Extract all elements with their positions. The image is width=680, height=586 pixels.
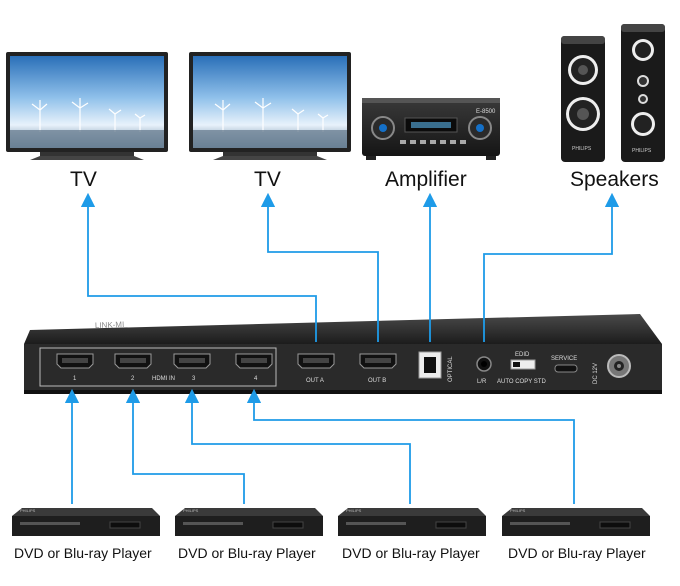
hdmi-in-label-4: 4 — [254, 376, 258, 382]
hdmi-in-label-1: 1 — [73, 376, 77, 382]
hdmi-matrix-switch: LINK-MI 1 2 HDMI IN 3 4 OUT A — [24, 314, 662, 394]
connection-out-b-to-tv2 — [260, 192, 379, 342]
hdmi-out-a-port[interactable] — [297, 353, 335, 369]
hdmi-in-port-3[interactable] — [173, 353, 211, 369]
speaker-right-icon: PHILIPS — [621, 24, 665, 162]
hdmi-in-label-3: 3 — [192, 376, 196, 382]
amplifier-icon: E-8500 — [362, 98, 500, 160]
service-label: SERVICE — [551, 356, 577, 362]
hdmi-in-port-2[interactable] — [114, 353, 152, 369]
connection-player2-to-in2 — [125, 388, 245, 504]
switch-brand: LINK-MI — [95, 320, 125, 330]
tv-1-icon — [6, 52, 168, 160]
speaker-left-icon: PHILIPS — [561, 36, 605, 162]
label-speakers: Speakers — [570, 168, 659, 191]
lr-label: L/R — [477, 379, 487, 385]
connections — [64, 192, 620, 504]
label-player-4: DVD or Blu-ray Player — [508, 545, 646, 561]
hdmi-in-port-4[interactable] — [235, 353, 273, 369]
hdmi-in-label-2: 2 — [131, 376, 135, 382]
tv-2-icon — [189, 52, 351, 160]
service-port[interactable] — [554, 364, 578, 373]
speaker-right-brand: PHILIPS — [632, 148, 652, 154]
connection-player3-to-in3 — [184, 388, 411, 504]
label-player-3: DVD or Blu-ray Player — [342, 545, 480, 561]
optical-port[interactable] — [418, 351, 442, 379]
edid-label: EDID — [515, 352, 530, 358]
player-2-icon: PHILIPS — [175, 508, 323, 536]
player-4-icon: PHILIPS — [502, 508, 650, 536]
player-1-icon: PHILIPS — [12, 508, 160, 536]
player-2-brand: PHILIPS — [183, 508, 199, 513]
out-b-label: OUT B — [368, 378, 386, 384]
amp-model-text: E-8500 — [476, 109, 496, 115]
hdmi-in-frame — [39, 347, 277, 387]
hdmi-in-port-1[interactable] — [56, 353, 94, 369]
connection-player4-to-in4 — [246, 388, 575, 504]
out-a-label: OUT A — [306, 378, 324, 384]
player-3-icon: PHILIPS — [338, 508, 486, 536]
connection-lr-to-speakers — [483, 192, 620, 342]
hdmi-in-group-label: HDMI IN — [152, 376, 175, 382]
optical-label: OPTICAL — [448, 356, 454, 382]
hdmi-out-b-port[interactable] — [359, 353, 397, 369]
audio-lr-jack[interactable] — [476, 356, 492, 372]
player-3-brand: PHILIPS — [346, 508, 362, 513]
edid-switch[interactable] — [510, 359, 536, 370]
label-player-2: DVD or Blu-ray Player — [178, 545, 316, 561]
player-1-brand: PHILIPS — [20, 508, 36, 513]
label-player-1: DVD or Blu-ray Player — [14, 545, 152, 561]
speaker-left-brand: PHILIPS — [572, 146, 592, 152]
label-tv-1: TV — [70, 168, 97, 191]
player-4-brand: PHILIPS — [510, 508, 526, 513]
dc-label: DC 12V — [593, 363, 599, 384]
label-tv-2: TV — [254, 168, 281, 191]
dc-power-port[interactable] — [607, 354, 631, 378]
edid-modes-label: AUTO COPY STD — [497, 379, 546, 385]
connection-out-a-to-tv1 — [80, 192, 317, 342]
label-amplifier: Amplifier — [385, 168, 467, 191]
